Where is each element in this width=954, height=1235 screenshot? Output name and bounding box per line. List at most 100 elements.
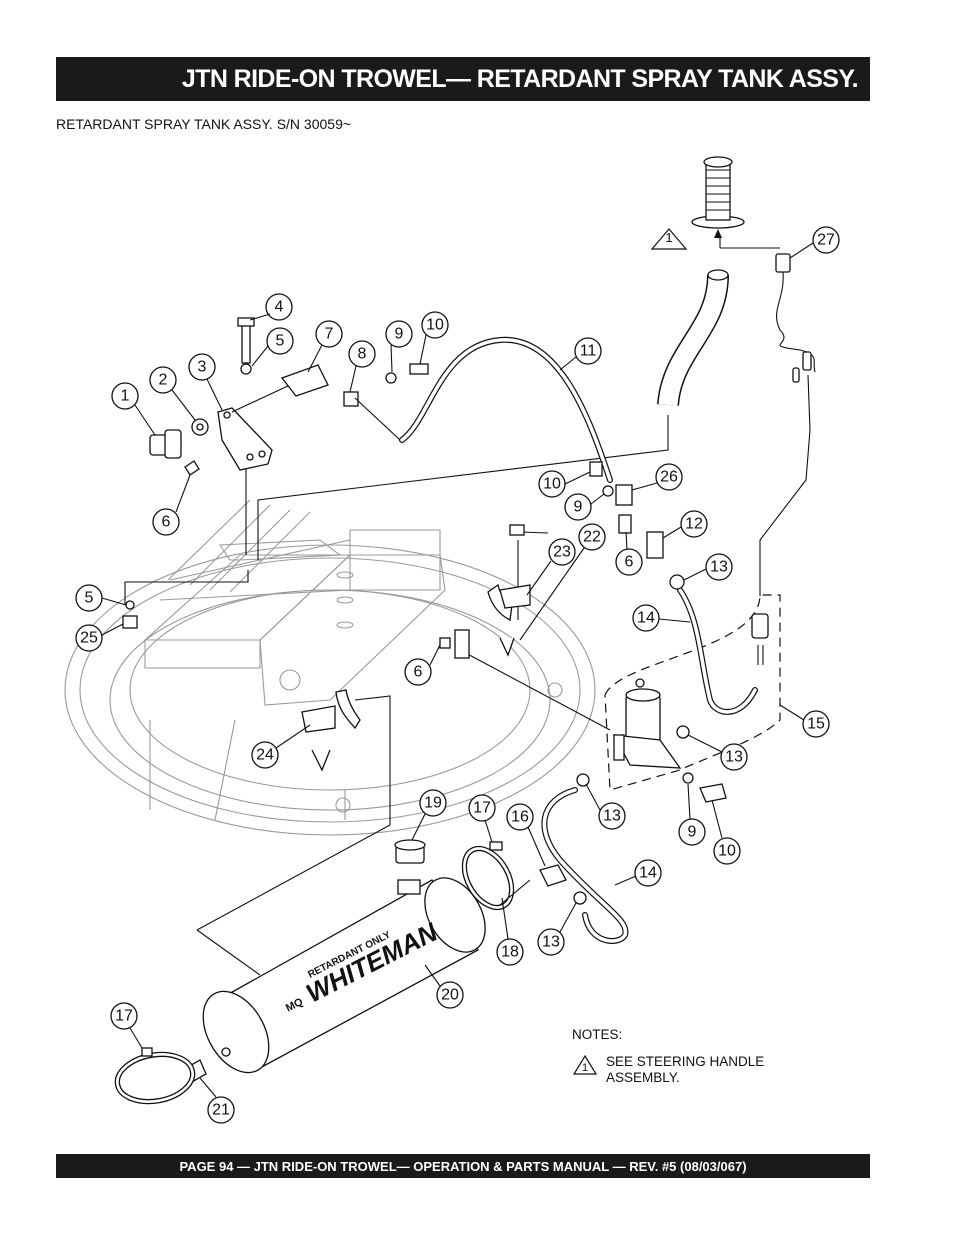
svg-text:7: 7 [325, 326, 334, 343]
svg-text:13: 13 [725, 749, 743, 766]
svg-text:13: 13 [710, 559, 728, 576]
svg-text:12: 12 [685, 516, 703, 533]
svg-text:8: 8 [358, 346, 367, 363]
callout-21: 21 [207, 1096, 235, 1124]
switch-wire [775, 253, 816, 383]
notes-block: NOTES: 1 SEE STEERING HANDLE ASSEMBLY. [572, 1027, 786, 1086]
callout-19: 19 [419, 789, 447, 817]
callout-10c: 10 [713, 837, 741, 865]
trowel-frame-ghost [64, 499, 596, 836]
notes-heading: NOTES: [572, 1027, 623, 1042]
svg-text:23: 23 [553, 544, 571, 561]
callout-1: 1 [111, 382, 139, 410]
callout-13b: 13 [720, 743, 748, 771]
callout-8: 8 [348, 340, 376, 368]
svg-text:27: 27 [817, 232, 835, 249]
callout-18: 18 [496, 938, 524, 966]
svg-text:21: 21 [212, 1102, 230, 1119]
hose-14-lower [541, 787, 629, 944]
callout-14: 14 [632, 604, 660, 632]
callout-14b: 14 [634, 859, 662, 887]
svg-text:1: 1 [121, 388, 130, 405]
callout-6: 6 [152, 508, 180, 536]
callout-5b: 5 [75, 584, 103, 612]
callout-9b: 9 [564, 493, 592, 521]
svg-text:24: 24 [256, 747, 274, 764]
svg-text:17: 17 [473, 800, 491, 817]
reference-triangle: 1 [650, 228, 688, 250]
callouts: 27 4 5 7 9 10 8 2 3 1 11 6 10 9 26 12 6 … [75, 226, 840, 1124]
page-title: JTN RIDE-ON TROWEL— RETARDANT SPRAY TANK… [181, 64, 859, 93]
reference-triangle-label: 1 [665, 230, 672, 245]
callout-15: 15 [802, 710, 830, 738]
callout-13c: 13 [598, 802, 626, 830]
svg-text:6: 6 [414, 664, 423, 681]
svg-text:4: 4 [275, 299, 284, 316]
svg-text:11: 11 [580, 343, 597, 360]
callout-leaders [101, 242, 814, 1098]
callout-26: 26 [655, 463, 683, 491]
note-item: 1 SEE STEERING HANDLE ASSEMBLY. [572, 1054, 786, 1086]
svg-text:6: 6 [625, 554, 634, 571]
callout-9c: 9 [678, 818, 706, 846]
tank-brackets [122, 524, 531, 772]
svg-text:14: 14 [637, 610, 655, 627]
callout-25: 25 [75, 624, 103, 652]
callout-20: 20 [436, 981, 464, 1009]
callout-4: 4 [265, 293, 293, 321]
svg-text:13: 13 [603, 808, 621, 825]
svg-text:10: 10 [543, 476, 561, 493]
callout-3: 3 [188, 353, 216, 381]
callout-10: 10 [421, 311, 449, 339]
svg-text:3: 3 [198, 359, 207, 376]
callout-12: 12 [680, 510, 708, 538]
svg-text:25: 25 [80, 630, 98, 647]
svg-text:19: 19 [424, 795, 442, 812]
svg-text:10: 10 [718, 843, 736, 860]
svg-text:2: 2 [159, 372, 168, 389]
callout-13: 13 [705, 553, 733, 581]
callout-23: 23 [548, 538, 576, 566]
note-text: SEE STEERING HANDLE ASSEMBLY. [606, 1054, 765, 1085]
svg-text:22: 22 [583, 529, 601, 546]
svg-text:9: 9 [574, 499, 583, 516]
callout-10b: 10 [538, 470, 566, 498]
svg-text:9: 9 [688, 824, 697, 841]
hose-11 [399, 336, 613, 483]
svg-text:18: 18 [501, 944, 519, 961]
callout-22: 22 [578, 523, 606, 551]
hose-14-upper [677, 587, 758, 715]
svg-text:13: 13 [542, 934, 560, 951]
callout-17: 17 [468, 794, 496, 822]
steering-grip [691, 156, 745, 238]
svg-text:10: 10 [426, 317, 444, 334]
page-title-bar: JTN RIDE-ON TROWEL— RETARDANT SPRAY TANK… [56, 57, 870, 101]
svg-text:16: 16 [511, 809, 529, 826]
bracket-assembly [149, 317, 429, 476]
callout-11: 11 [574, 337, 602, 365]
svg-text:5: 5 [276, 333, 285, 350]
warning-triangle-icon: 1 [572, 1054, 598, 1075]
callout-6c: 6 [404, 658, 432, 686]
callout-9: 9 [385, 320, 413, 348]
callout-13d: 13 [537, 928, 565, 956]
steering-tube [657, 269, 729, 407]
svg-text:1: 1 [582, 1062, 588, 1074]
svg-text:26: 26 [660, 469, 678, 486]
svg-text:9: 9 [395, 326, 404, 343]
footer-text: PAGE 94 — JTN RIDE-ON TROWEL— OPERATION … [179, 1158, 747, 1174]
callout-5: 5 [266, 327, 294, 355]
callout-24: 24 [251, 741, 279, 769]
callout-7: 7 [315, 320, 343, 348]
connector-15 [751, 613, 769, 665]
svg-text:14: 14 [639, 865, 657, 882]
assembly-subtitle: RETARDANT SPRAY TANK ASSY. S/N 30059~ [56, 116, 352, 132]
callout-16: 16 [506, 803, 534, 831]
svg-text:5: 5 [85, 590, 94, 607]
svg-text:20: 20 [441, 987, 459, 1004]
leader-lines [124, 236, 811, 976]
callout-2: 2 [149, 366, 177, 394]
callout-27: 27 [812, 226, 840, 254]
tank-clamps [114, 841, 567, 1105]
